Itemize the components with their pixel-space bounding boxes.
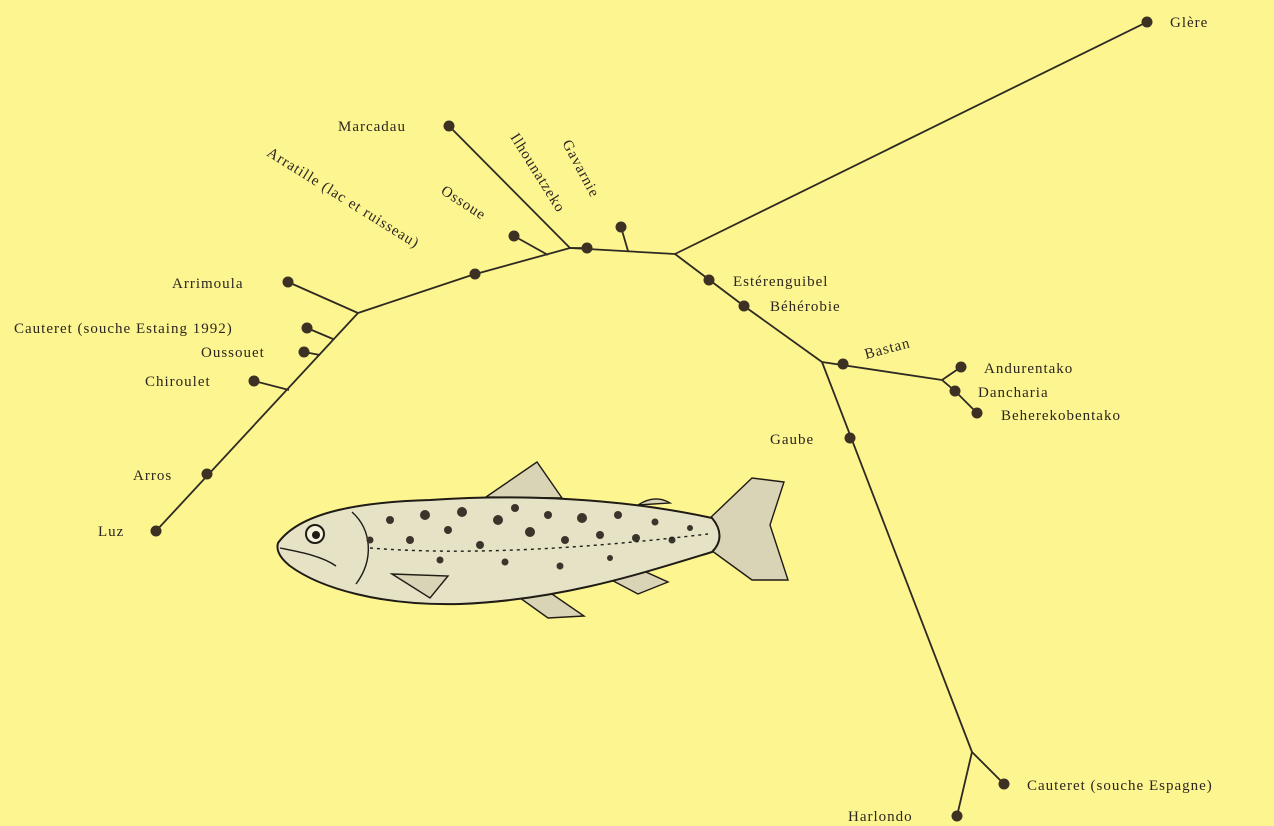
tip-cauteret-estaing	[302, 323, 313, 334]
label-arros: Arros	[133, 468, 172, 484]
trout-pupil	[312, 531, 320, 539]
branch-backbone-left-1	[358, 275, 472, 313]
label-bastan: Bastan	[863, 335, 912, 363]
tree-labels: Glère Marcadau Ilhounatzeko Gavarnie Oss…	[14, 15, 1213, 825]
tip-chiroulet	[249, 376, 260, 387]
tree-branches	[156, 22, 1147, 816]
label-gaube: Gaube	[770, 432, 814, 448]
branch-backbone-left-2	[472, 248, 570, 275]
branch-glere	[675, 22, 1147, 254]
label-harlondo: Harlondo	[848, 809, 913, 825]
label-glere: Glère	[1170, 15, 1208, 31]
label-beherekobentako: Beherekobentako	[1001, 408, 1121, 424]
tip-bastan	[838, 359, 849, 370]
tip-arrimoula	[283, 277, 294, 288]
tip-beherekobentako	[972, 408, 983, 419]
branch-arrimoula	[288, 282, 358, 313]
label-dancharia: Dancharia	[978, 385, 1049, 401]
label-oussouet: Oussouet	[201, 345, 265, 361]
branch-cauteret-espagne	[972, 752, 1004, 784]
tip-arros	[202, 469, 213, 480]
label-esterenguibel: Estérenguibel	[733, 274, 828, 290]
label-arratille: Arratille (lac et ruisseau)	[264, 145, 422, 252]
label-ossoue: Ossoue	[438, 183, 489, 224]
label-beherobie: Béhérobie	[770, 299, 841, 315]
trout-adipose-fin	[638, 499, 670, 505]
tip-beherobie	[739, 301, 750, 312]
tip-andurentako	[956, 362, 967, 373]
label-chiroulet: Chiroulet	[145, 374, 211, 390]
trout-illustration	[278, 462, 789, 618]
label-marcadau: Marcadau	[338, 119, 406, 135]
label-cauteret-estaing: Cauteret (souche Estaing 1992)	[14, 321, 233, 337]
tip-ossoue	[509, 231, 520, 242]
label-andurentako: Andurentako	[984, 361, 1073, 377]
tip-ilhounatzeko	[582, 243, 593, 254]
label-cauteret-espagne: Cauteret (souche Espagne)	[1027, 778, 1213, 794]
tip-marcadau	[444, 121, 455, 132]
tip-oussouet	[299, 347, 310, 358]
tip-dancharia	[950, 386, 961, 397]
label-gavarnie: Gavarnie	[558, 137, 602, 200]
trout-dorsal-fin	[486, 462, 562, 498]
tip-cauteret-espagne	[999, 779, 1010, 790]
trout-tail-fin	[708, 478, 788, 580]
tip-harlondo	[952, 811, 963, 822]
tip-glere	[1142, 17, 1153, 28]
label-arrimoula: Arrimoula	[172, 276, 243, 292]
branch-ossoue	[514, 236, 548, 255]
label-luz: Luz	[98, 524, 124, 540]
branch-gaube-down	[822, 362, 972, 752]
tip-arratille	[470, 269, 481, 280]
branch-harlondo	[957, 752, 972, 816]
tip-luz	[151, 526, 162, 537]
label-ilhounatzeko: Ilhounatzeko	[507, 131, 568, 216]
tip-gavarnie	[616, 222, 627, 233]
tip-gaube	[845, 433, 856, 444]
tip-esterenguibel	[704, 275, 715, 286]
